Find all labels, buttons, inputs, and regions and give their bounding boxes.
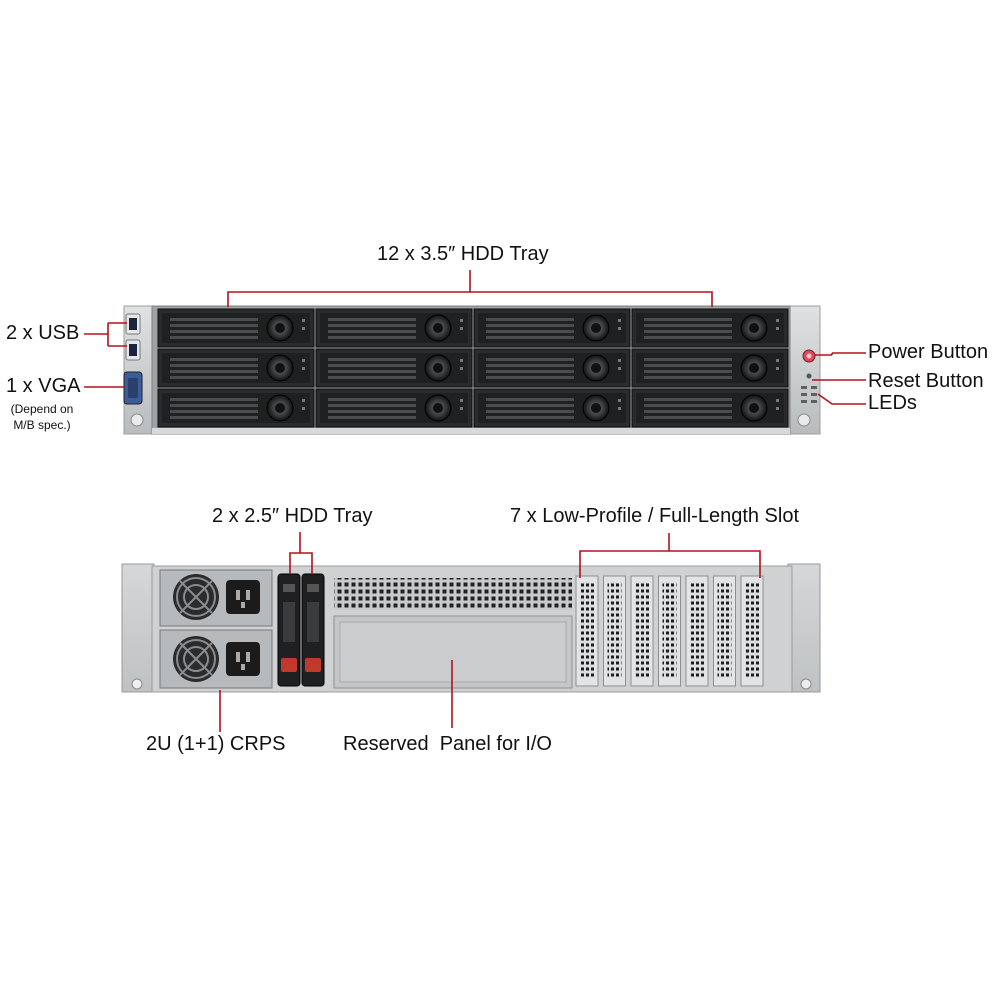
hdd-bay[interactable] xyxy=(631,348,789,388)
hdd-bay[interactable] xyxy=(631,308,789,348)
hdd-bay[interactable] xyxy=(157,388,315,428)
hdd-bay[interactable] xyxy=(315,308,473,348)
hdd-bay[interactable] xyxy=(631,388,789,428)
hdd-bay[interactable] xyxy=(315,348,473,388)
thumbscrew-icon xyxy=(130,413,144,427)
psu-label: 2U (1+1) CRPS xyxy=(146,733,286,755)
vga-label: 1 x VGA xyxy=(6,375,81,397)
rear-view xyxy=(121,563,821,693)
front-callouts xyxy=(84,270,866,405)
tray-latch-icon xyxy=(281,658,297,672)
leds-label: LEDs xyxy=(868,392,917,414)
pcie-slot-cover[interactable] xyxy=(685,575,709,687)
psu-module[interactable] xyxy=(159,569,273,627)
rear-hdd-tray-label: 2 x 2.5″ HDD Tray xyxy=(212,505,373,527)
pcie-slots xyxy=(575,575,764,687)
pcie-slot-cover[interactable] xyxy=(740,575,764,687)
vga-note: (Depend on M/B spec.) xyxy=(0,401,84,433)
rear-vent-grille xyxy=(334,578,572,610)
front-hdd-bays xyxy=(157,308,789,428)
pcie-slot-cover[interactable] xyxy=(658,575,681,687)
pcie-slot-cover[interactable] xyxy=(575,575,599,687)
leds-leader-line xyxy=(817,393,866,405)
hdd-bay[interactable] xyxy=(157,308,315,348)
rear-callouts xyxy=(219,532,761,732)
reset-button-icon[interactable] xyxy=(806,373,812,379)
power-inlet-icon xyxy=(226,642,260,676)
rear-hdd-tray[interactable] xyxy=(277,573,301,687)
thumbscrew-icon xyxy=(797,413,811,427)
hdd-bay[interactable] xyxy=(473,308,631,348)
rear-hdd-tray[interactable] xyxy=(301,573,325,687)
front-right-ear xyxy=(787,305,821,435)
power-leader-line xyxy=(815,352,866,356)
front-hdd-tray-label: 12 x 3.5″ HDD Tray xyxy=(377,243,549,265)
vga-note-line2: M/B spec.) xyxy=(13,418,71,432)
front-view xyxy=(123,305,821,435)
rear-right-ear xyxy=(787,563,821,693)
hdd-bay[interactable] xyxy=(473,388,631,428)
pcie-slot-cover[interactable] xyxy=(630,575,654,687)
rear-left-ear xyxy=(121,563,155,693)
hdd-bay[interactable] xyxy=(473,348,631,388)
usb-label: 2 x USB xyxy=(6,322,80,344)
slot-label: 7 x Low-Profile / Full-Length Slot xyxy=(510,505,800,527)
led-indicators-icon xyxy=(801,386,817,403)
pcie-slot-cover[interactable] xyxy=(603,575,626,687)
tray-latch-icon xyxy=(305,658,321,672)
vga-note-line1: (Depend on xyxy=(10,402,74,416)
hdd-bay[interactable] xyxy=(157,348,315,388)
power-inlet-icon xyxy=(226,580,260,614)
usb-leader-line xyxy=(84,322,127,347)
power-button-label: Power Button xyxy=(868,341,989,363)
rear-hdd-bracket-line xyxy=(289,552,313,574)
io-panel-label: Reserved Panel for I/O xyxy=(343,733,552,755)
reset-button-label: Reset Button xyxy=(868,370,984,392)
pcie-slot-cover[interactable] xyxy=(713,575,736,687)
slot-bracket-line xyxy=(579,550,761,578)
hdd-bay[interactable] xyxy=(315,388,473,428)
psu-module[interactable] xyxy=(159,629,273,689)
hdd-tray-bracket-line xyxy=(227,291,713,307)
